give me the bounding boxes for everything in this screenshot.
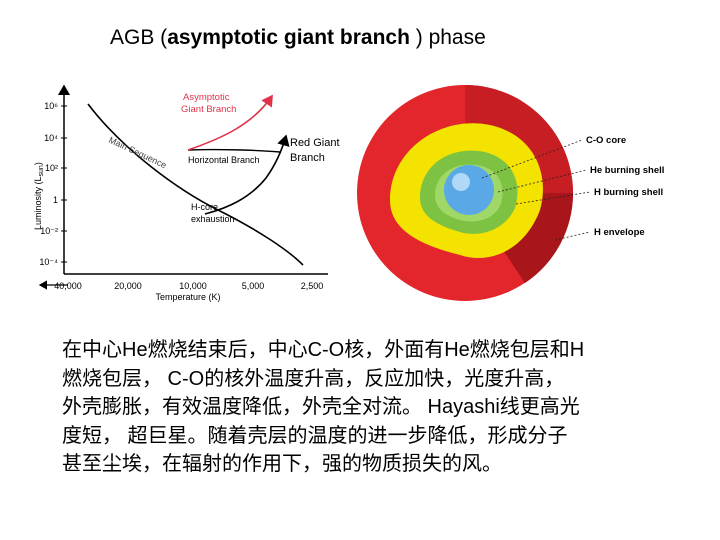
y-tick-label: 10⁻² (40, 226, 58, 236)
x-tick-label: 20,000 (114, 281, 142, 291)
star-diagram: C-O core He burning shell H burning shel… (357, 85, 664, 301)
hr-diagram: 10⁶ 10⁴ 10² 1 10⁻² 10⁻⁴ Luminosity (Lsun… (33, 84, 340, 302)
y-tick-label: 10⁻⁴ (39, 257, 58, 267)
y-tick-label: 10⁶ (44, 101, 58, 111)
title-prefix: AGB ( (110, 26, 168, 49)
leader-co-core (481, 139, 583, 179)
co-core (444, 165, 494, 215)
x-tick-label: 40,000 (54, 281, 82, 291)
caption-line: 燃烧包层， C-O的核外温度升高，反应加快，光度升高， (62, 367, 565, 390)
x-tick-label: 5,000 (242, 281, 265, 291)
y-tick-label: 1 (53, 195, 58, 205)
main-sequence-line (87, 103, 304, 266)
x-tick-label: 10,000 (179, 281, 207, 291)
x-axis-label: Temperature (K) (155, 292, 220, 302)
y-axis-label: Luminosity (Lsun) (33, 162, 45, 230)
caption-line: 甚至尘埃，在辐射的作用下，强的物质损失的风。 (62, 453, 502, 475)
co-core-highlight (452, 173, 470, 191)
y-tick-label: 10⁴ (44, 133, 58, 143)
caption-line: 在中心He燃烧结束后，中心C-O核，外面有He燃烧包层和H (62, 339, 585, 361)
caption-line: 度短， 超巨星。随着壳层的温度的进一步降低，形成分子 (62, 424, 568, 447)
label-he-shell: He burning shell (590, 165, 664, 176)
leader-he-shell (497, 169, 587, 193)
y-tick-label: 10² (45, 163, 58, 173)
leader-h-envelope (554, 231, 591, 241)
x-tick-label: 2,500 (301, 281, 324, 291)
caption-line: 外壳膨胀，有效温度降低，外壳全对流。 Hayashi线更高光 (62, 396, 580, 418)
main-sequence-label: Main Sequence (107, 135, 168, 170)
horizontal-branch-label: Horizontal Branch (188, 155, 260, 165)
agb-track (187, 94, 273, 151)
label-h-envelope: H envelope (594, 227, 645, 238)
label-co-core: C-O core (586, 135, 626, 146)
slide-title: AGB (asymptotic giant branch ) phase (110, 26, 486, 50)
caption: 在中心He燃烧结束后，中心C-O核，外面有He燃烧包层和H 燃烧包层， C-O的… (62, 336, 702, 479)
leader-h-shell (515, 191, 591, 205)
red-giant-track (204, 134, 290, 215)
title-bold: asymptotic giant branch (167, 26, 410, 49)
title-suffix: ) phase (409, 26, 486, 49)
horizontal-branch-track (187, 148, 281, 153)
label-h-shell: H burning shell (594, 187, 663, 198)
